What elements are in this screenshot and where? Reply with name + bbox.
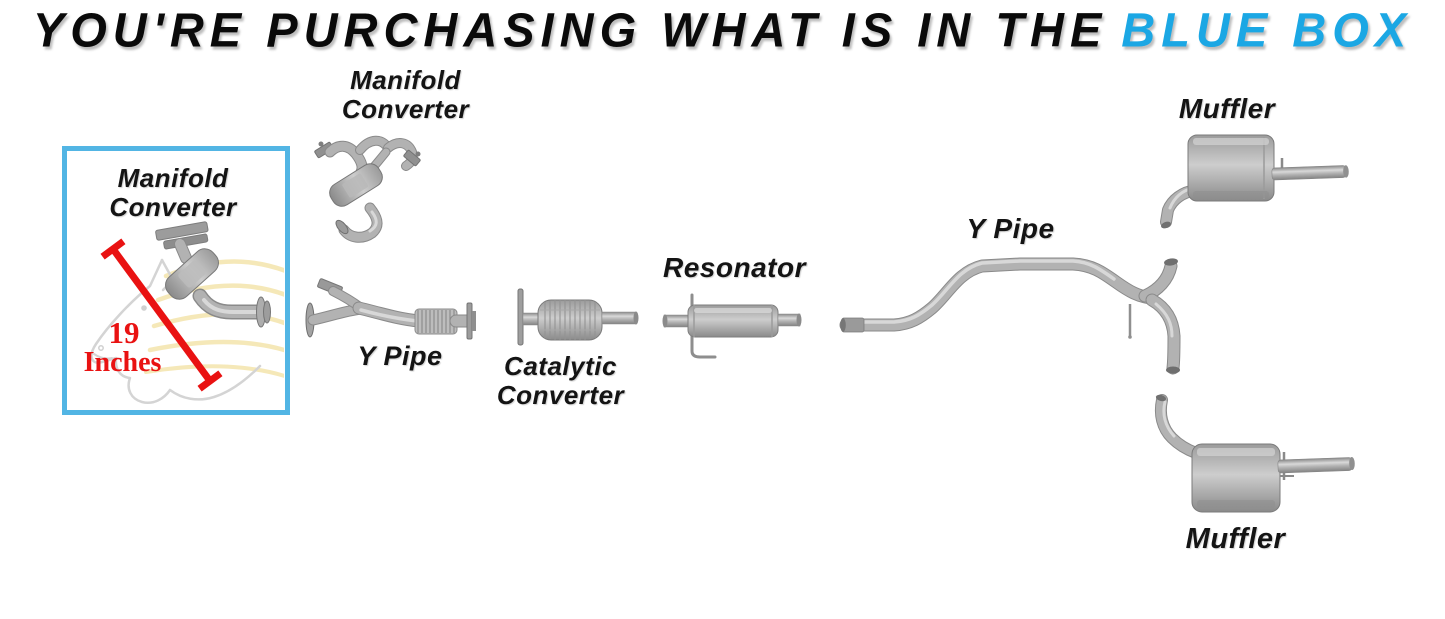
label-line: Catalytic xyxy=(504,351,617,381)
label-catalytic-converter: Catalytic Converter xyxy=(488,352,633,409)
label-muffler-bottom: Muffler xyxy=(1185,523,1286,555)
title-highlight-text: BLUE BOX xyxy=(1121,2,1413,57)
measurement-value: 19 xyxy=(108,315,140,350)
manifold-converter-top-image xyxy=(314,135,421,243)
label-resonator: Resonator xyxy=(663,252,806,283)
label-y-pipe-rear: Y Pipe xyxy=(966,213,1055,244)
label-line: Converter xyxy=(341,93,470,124)
label-line: Converter xyxy=(496,379,625,410)
label-muffler-top: Muffler xyxy=(1178,93,1276,124)
manifold-converter-boxed-image xyxy=(155,221,271,328)
label-manifold-converter-top: Manifold Converter xyxy=(318,66,493,123)
label-line: Converter xyxy=(109,191,237,222)
measurement-line xyxy=(100,238,223,392)
label-y-pipe-front: Y Pipe xyxy=(357,341,443,371)
title-text: YOU'RE PURCHASING WHAT IS IN THE xyxy=(32,2,1108,57)
muffler-bottom-image xyxy=(1154,394,1355,513)
catalytic-converter-image xyxy=(517,288,639,346)
blue-box xyxy=(62,146,290,415)
measurement-unit: Inches xyxy=(83,347,162,378)
y-pipe-front-image xyxy=(305,278,476,340)
label-line: Manifold xyxy=(117,163,229,193)
muffler-top-image xyxy=(1160,134,1349,229)
resonator-image xyxy=(662,293,802,359)
label-line: Manifold xyxy=(350,65,461,95)
label-manifold-converter-boxed: Manifold Converter xyxy=(84,164,262,221)
y-pipe-rear-image xyxy=(839,257,1181,375)
